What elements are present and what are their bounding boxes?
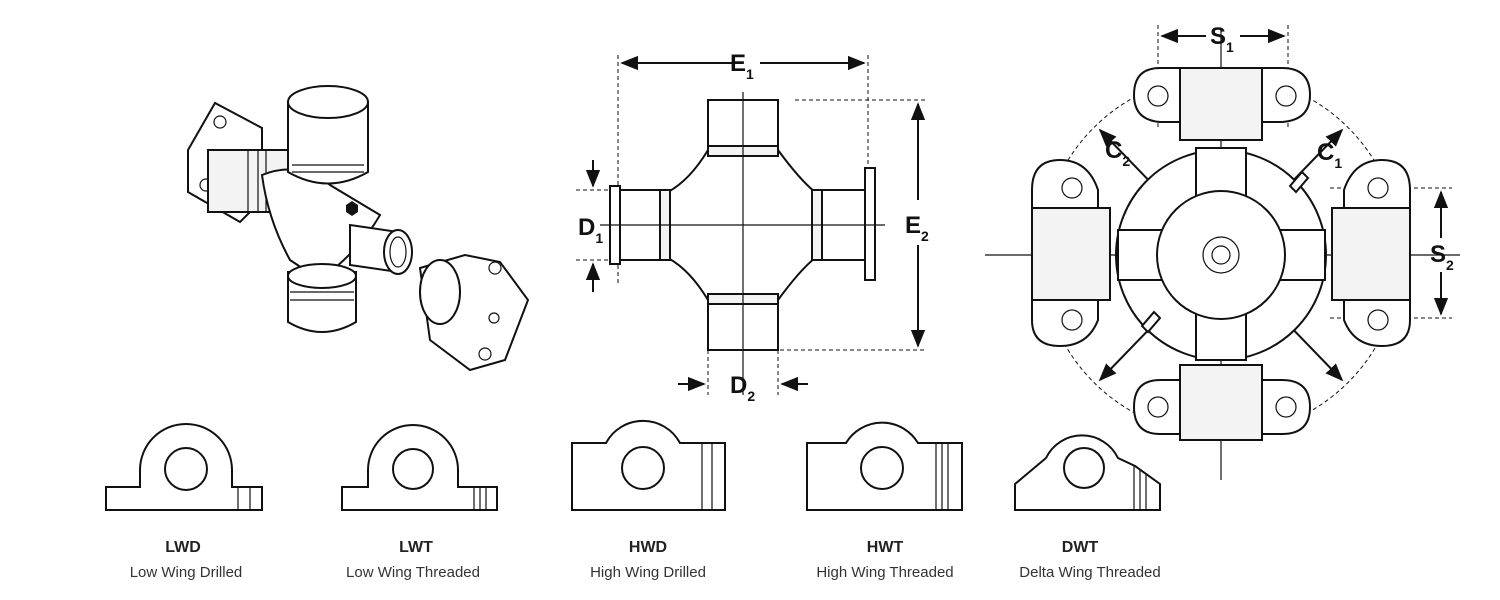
isometric-ujoint-illustration <box>187 85 530 372</box>
wing-code-dwt: DWT <box>1062 539 1099 556</box>
label-e2: E2 <box>905 212 929 244</box>
front-view-cross-drawing <box>576 55 926 395</box>
label-d2: D2 <box>730 372 755 404</box>
label-d1: D1 <box>578 214 603 246</box>
wing-shape-lwt <box>341 424 498 511</box>
wing-shape-lwd <box>105 423 263 511</box>
wing-desc-hwt: High Wing Threaded <box>816 564 953 581</box>
label-s1: S1 <box>1210 23 1234 55</box>
wing-shape-dwt <box>1014 434 1161 511</box>
label-c1: C1 <box>1317 139 1342 171</box>
wing-desc-lwd: Low Wing Drilled <box>130 564 243 581</box>
wing-code-hwt: HWT <box>867 539 904 556</box>
label-e1: E1 <box>730 50 754 82</box>
wing-desc-hwd: High Wing Drilled <box>590 564 706 581</box>
wing-code-lwt: LWT <box>399 539 433 556</box>
wing-code-lwd: LWD <box>165 539 201 556</box>
end-view-drawing <box>985 25 1460 480</box>
wing-code-hwd: HWD <box>629 539 667 556</box>
wing-shape-hwt <box>806 421 963 511</box>
wing-shape-hwd <box>571 419 726 511</box>
label-c2: C2 <box>1105 137 1130 169</box>
wing-desc-lwt: Low Wing Threaded <box>346 564 480 581</box>
label-s2: S2 <box>1430 241 1454 273</box>
wing-desc-dwt: Delta Wing Threaded <box>1019 564 1160 581</box>
